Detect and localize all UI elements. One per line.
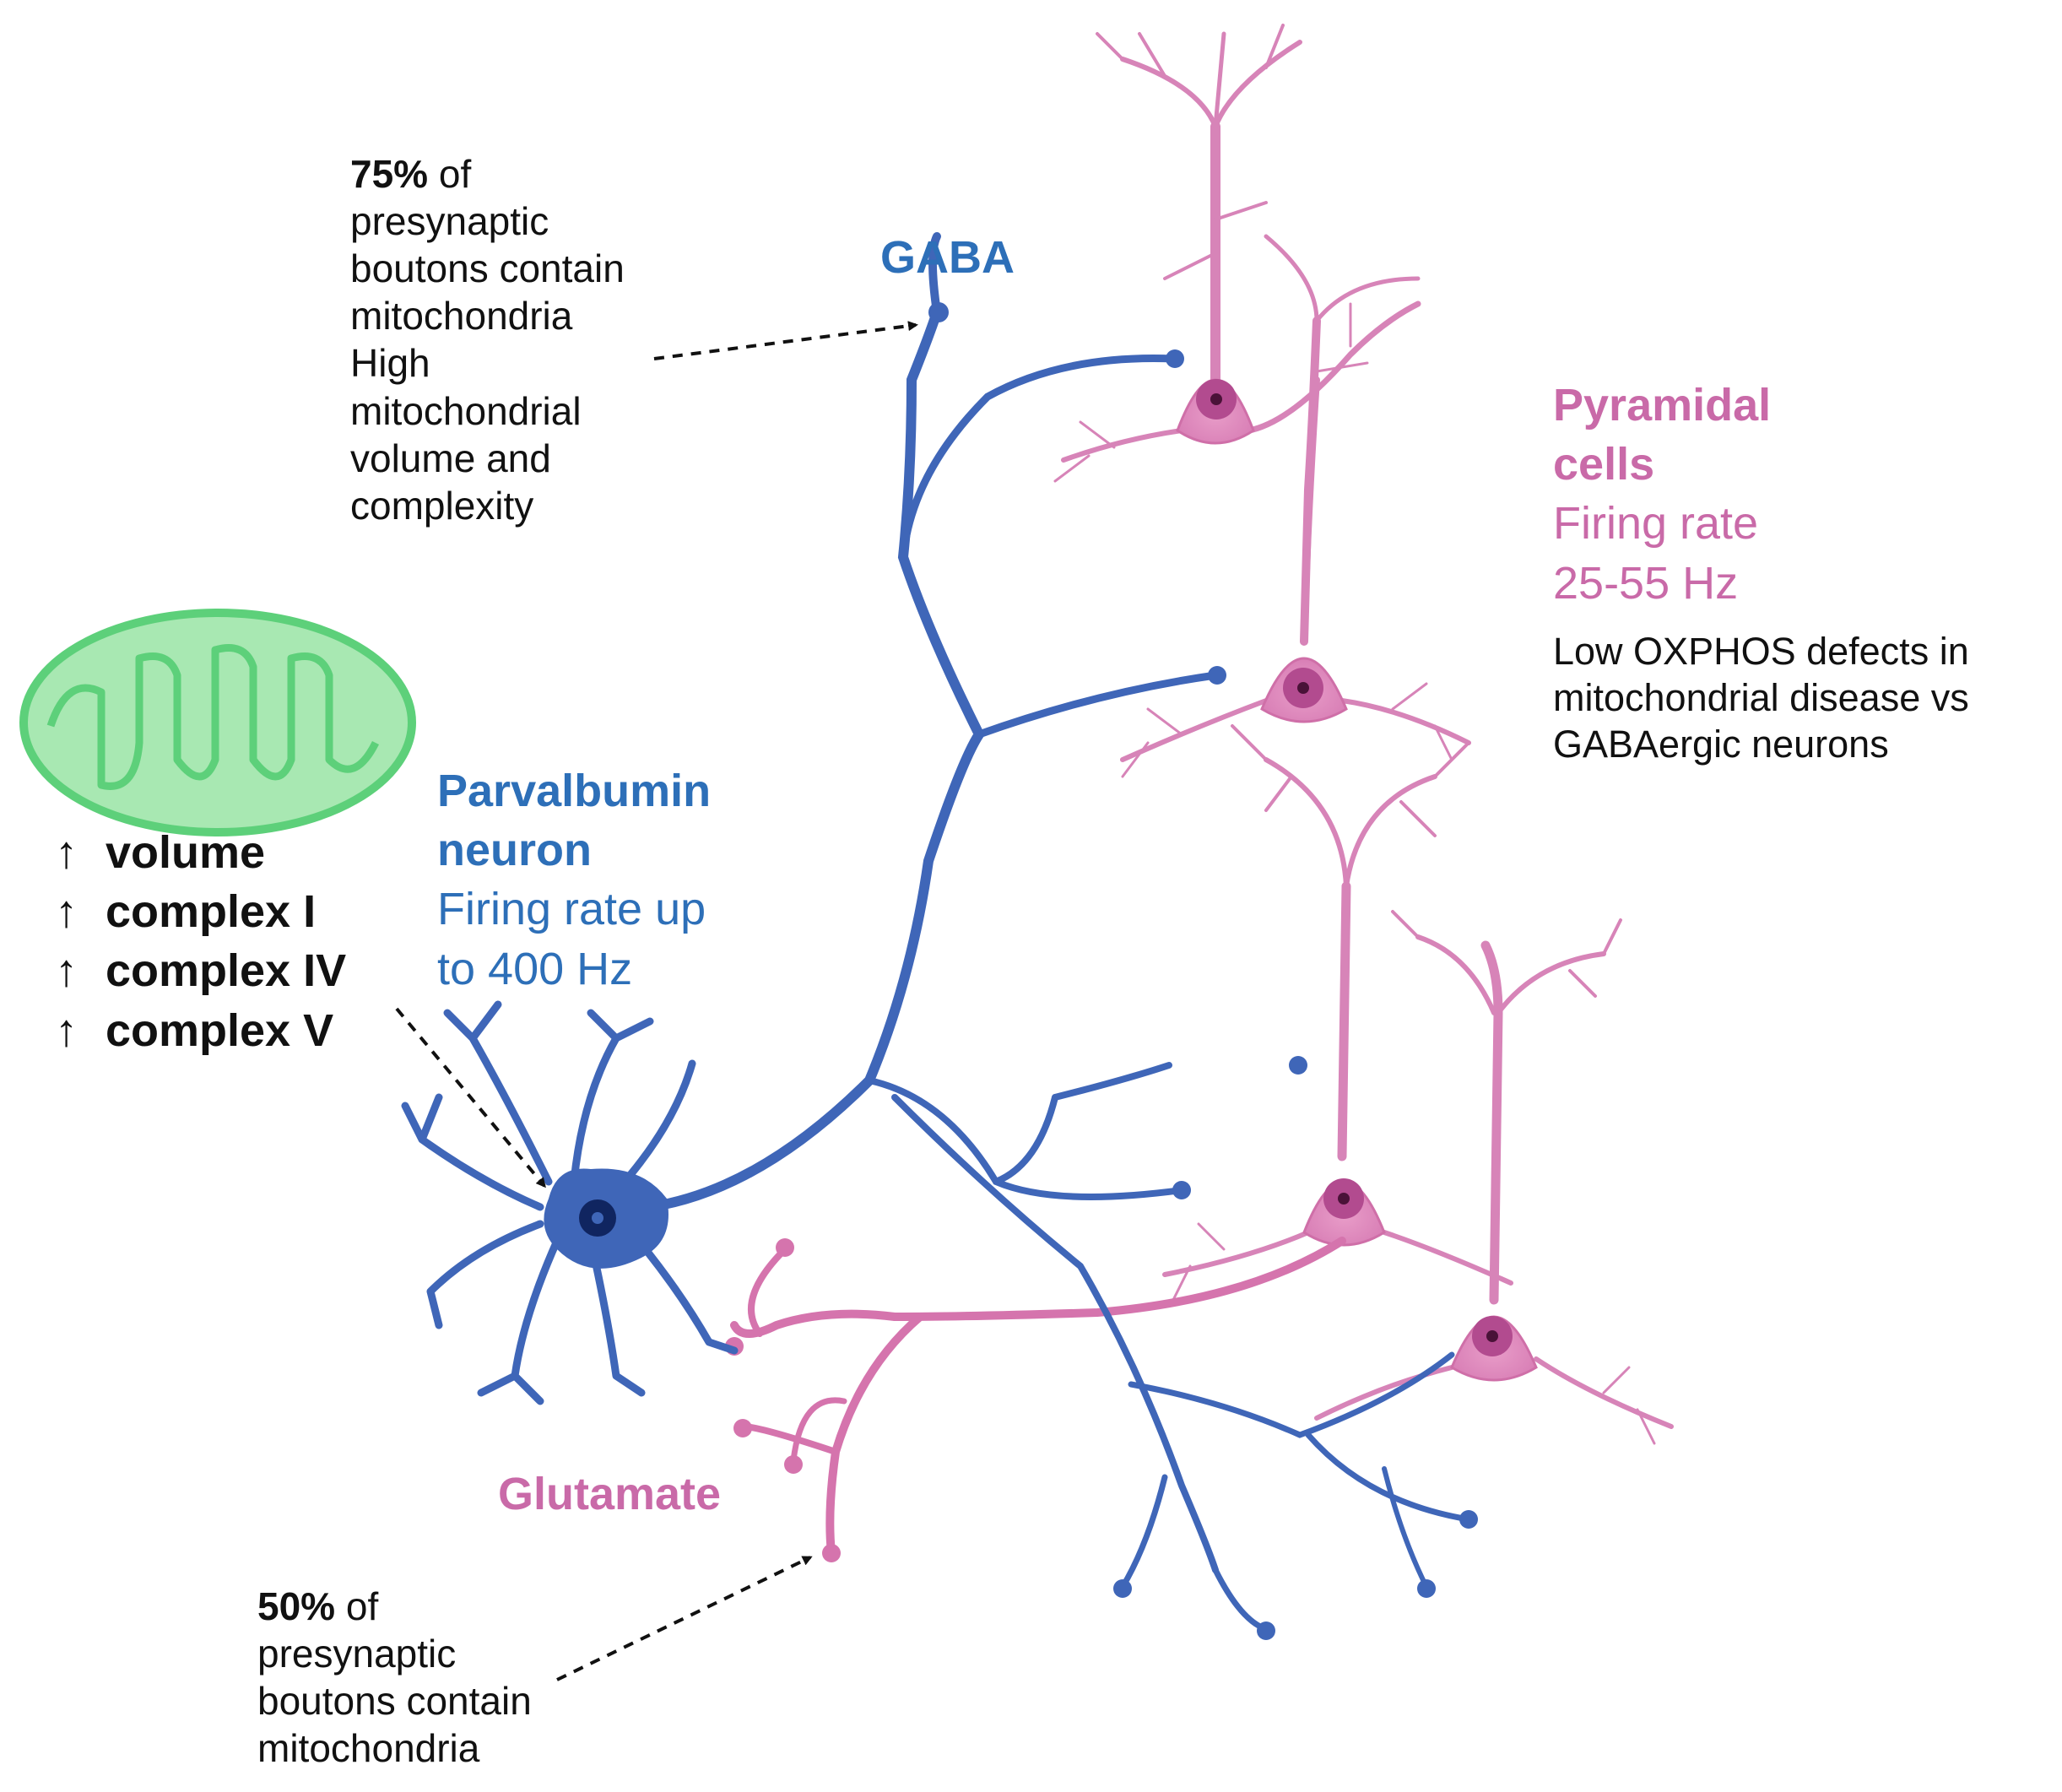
gaba-bouton-line: complexity bbox=[350, 483, 534, 528]
gaba-bouton-line: mitochondrial bbox=[350, 388, 582, 433]
up-arrow-icon: ↑ bbox=[55, 827, 78, 878]
mito-feature-volume: ↑ volume bbox=[55, 823, 346, 882]
up-arrow-icon: ↑ bbox=[55, 886, 78, 938]
mito-feature-complex-iv: ↑ complex IV bbox=[55, 941, 346, 1000]
glutamate-bouton-arrow bbox=[556, 1556, 813, 1681]
mito-feature-text: complex IV bbox=[106, 945, 347, 997]
gaba-bouton-annotation: 75% of presynaptic boutons contain mitoc… bbox=[350, 150, 625, 529]
gaba-bouton-lead-rest: of bbox=[428, 152, 472, 196]
mito-feature-text: complex V bbox=[106, 1004, 334, 1056]
glutamate-bouton-lead: 50% of bbox=[257, 1583, 532, 1630]
glutamate-boutons bbox=[725, 1238, 841, 1562]
pyramidal-firing-line: 25-55 Hz bbox=[1553, 557, 1739, 609]
pyramidal-cell-middle-soma bbox=[1260, 657, 1348, 723]
pyramidal-title-line: Pyramidal bbox=[1553, 380, 1772, 430]
glutamate-bouton-line: presynaptic bbox=[257, 1632, 457, 1676]
parvalbumin-title-line: Parvalbumin bbox=[437, 766, 712, 816]
gaba-bouton-line: presynaptic bbox=[350, 199, 549, 244]
mito-feature-complex-i: ↑ complex I bbox=[55, 882, 346, 941]
parvalbumin-firing-line: Firing rate up bbox=[437, 884, 706, 935]
pyramidal-cell-lower-right-soma bbox=[1450, 1315, 1538, 1382]
up-arrow-icon: ↑ bbox=[55, 1004, 78, 1056]
glutamate-bouton-lead-rest: of bbox=[335, 1584, 379, 1628]
pyramidal-cells-label: Pyramidal cells Firing rate 25-55 Hz bbox=[1553, 376, 1771, 613]
gaba-label: GABA bbox=[880, 232, 1015, 283]
mito-feature-complex-v: ↑ complex V bbox=[55, 1001, 346, 1060]
mitochondria-features: ↑ volume ↑ complex I ↑ complex IV ↑ complex … bbox=[55, 823, 346, 1060]
mito-feature-text: complex I bbox=[106, 886, 317, 938]
parvalbumin-soma bbox=[544, 1168, 668, 1269]
annotation-arrows bbox=[395, 321, 918, 1681]
mitochondria-to-soma-arrow bbox=[395, 1007, 546, 1188]
glutamate-bouton-line: boutons contain bbox=[257, 1679, 532, 1724]
gaba-boutons bbox=[928, 302, 1478, 1640]
pyramidal-firing-line: Firing rate bbox=[1553, 498, 1759, 550]
gaba-bouton-lead: 75% of bbox=[350, 150, 625, 198]
pyramidal-cell-top-soma bbox=[1176, 378, 1255, 445]
glutamate-bouton-annotation: 50% of presynaptic boutons contain mitoc… bbox=[257, 1583, 532, 1772]
pyramidal-note-line: Low OXPHOS defects in bbox=[1553, 630, 1969, 673]
mitochondrion-icon bbox=[19, 609, 416, 836]
pyramidal-note-line: mitochondrial disease vs bbox=[1553, 675, 1969, 719]
gaba-bouton-line: mitochondria bbox=[350, 294, 573, 338]
pyramidal-title-line: cells bbox=[1553, 439, 1655, 490]
gaba-bouton-line: boutons contain bbox=[350, 246, 625, 291]
gaba-bouton-percent: 75% bbox=[350, 152, 429, 196]
gaba-axon bbox=[645, 232, 1472, 1632]
pyramidal-cell-middle bbox=[1120, 234, 1471, 778]
parvalbumin-neuron-label: Parvalbumin neuron Firing rate up to 400… bbox=[437, 761, 711, 999]
pyramidal-note-line: GABAergic neurons bbox=[1553, 722, 1889, 766]
up-arrow-icon: ↑ bbox=[55, 945, 78, 997]
parvalbumin-title-line: neuron bbox=[437, 825, 592, 876]
pyramidal-cell-lower-left-soma bbox=[1302, 1178, 1386, 1247]
glutamate-bouton-line: mitochondria bbox=[257, 1726, 480, 1771]
glutamate-axon bbox=[730, 1237, 1346, 1557]
parvalbumin-neuron-icon bbox=[401, 1000, 739, 1405]
pyramidal-note: Low OXPHOS defects in mitochondrial dise… bbox=[1553, 629, 1969, 768]
gaba-bouton-line: volume and bbox=[350, 436, 551, 480]
parvalbumin-firing-line: to 400 Hz bbox=[437, 943, 633, 994]
mito-feature-text: volume bbox=[106, 827, 266, 878]
glutamate-bouton-percent: 50% bbox=[257, 1584, 336, 1628]
gaba-bouton-line: High bbox=[350, 341, 430, 386]
glutamate-label: Glutamate bbox=[498, 1469, 722, 1519]
pyramidal-cell-top bbox=[1053, 24, 1421, 645]
pyramidal-cell-lower-right bbox=[1314, 910, 1674, 1445]
gaba-bouton-arrow bbox=[653, 321, 918, 360]
